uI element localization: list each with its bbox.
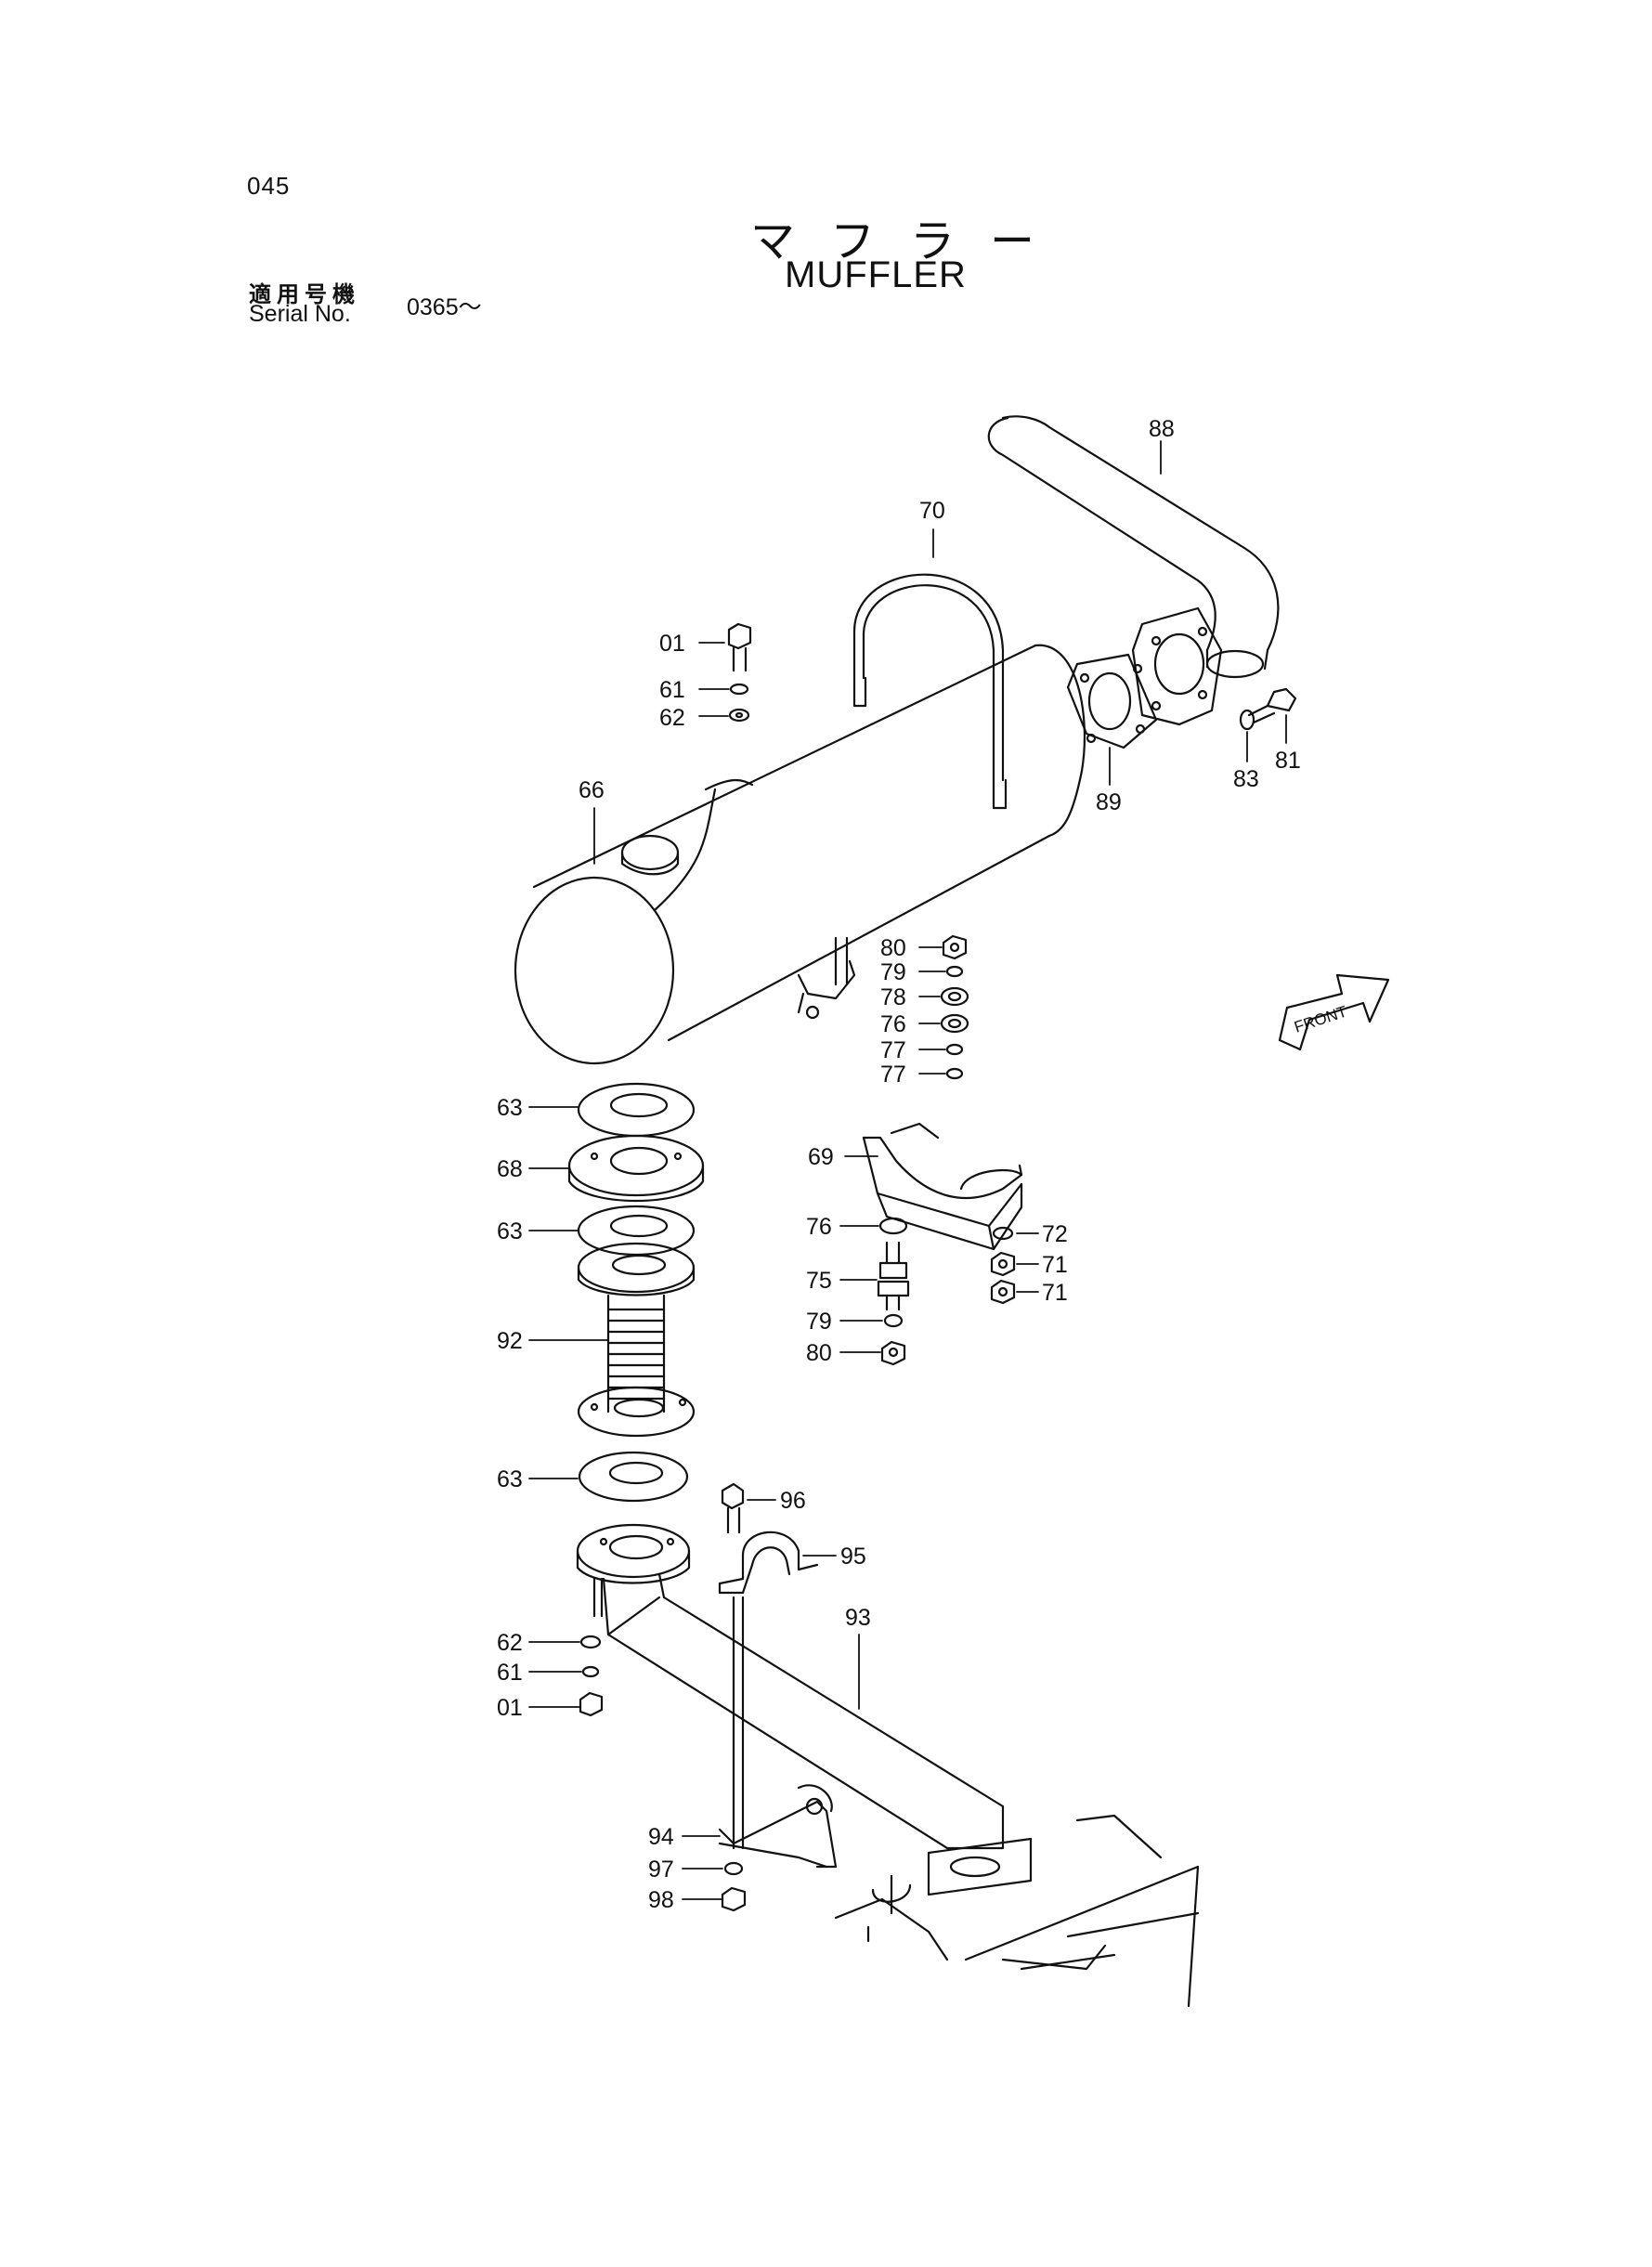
- callout-93: 93: [845, 1605, 871, 1631]
- flange-gasket-63-mid: [577, 1205, 696, 1257]
- front-direction-arrow: FRONT: [1278, 973, 1390, 1051]
- callout-78: 78: [880, 984, 906, 1010]
- leader-lines: [528, 440, 1287, 1900]
- pipe-flange: [1131, 606, 1223, 726]
- callout-79-lower: 79: [806, 1309, 832, 1335]
- serial-label-japanese: 適用号機: [249, 281, 360, 307]
- callout-68: 68: [497, 1156, 523, 1182]
- callout-92: 92: [497, 1328, 523, 1354]
- callout-71-a: 71: [1042, 1252, 1068, 1278]
- flange-gasket-63-bottom: [578, 1451, 689, 1503]
- callout-76-upper: 76: [880, 1011, 906, 1037]
- callout-80-upper: 80: [880, 935, 906, 961]
- muffler-mount: [797, 959, 856, 1020]
- callout-61-bottom: 61: [497, 1660, 523, 1686]
- front-label: FRONT: [1292, 1003, 1349, 1036]
- callout-70: 70: [919, 498, 945, 524]
- callout-71-b: 71: [1042, 1280, 1068, 1306]
- callout-97: 97: [648, 1857, 674, 1883]
- page-number: 045: [247, 172, 291, 200]
- callout-89: 89: [1096, 789, 1122, 815]
- serial-value: 0365～: [407, 294, 482, 320]
- callout-01-top: 01: [659, 631, 685, 657]
- callout-75: 75: [806, 1268, 832, 1294]
- serial-label: Serial No.: [249, 301, 351, 327]
- callout-88: 88: [1149, 416, 1175, 442]
- bracket-69: [862, 1122, 1023, 1251]
- bracket-94: [718, 1784, 838, 1869]
- bellows-92: [577, 1242, 696, 1438]
- callout-98: 98: [648, 1887, 674, 1913]
- exhaust-pipe-93: [602, 1572, 1033, 1896]
- callout-76-lower: 76: [806, 1214, 832, 1240]
- callout-96: 96: [780, 1488, 806, 1514]
- callout-66: 66: [579, 777, 605, 803]
- callout-63-mid: 63: [497, 1218, 523, 1244]
- gasket-89: [1066, 653, 1158, 749]
- flange-gasket-63-top: [577, 1082, 696, 1138]
- callout-94: 94: [648, 1824, 674, 1850]
- u-bolt-70: [834, 573, 1008, 986]
- callout-61-top: 61: [659, 677, 685, 703]
- callout-69: 69: [808, 1144, 834, 1170]
- callout-62-bottom: 62: [497, 1630, 523, 1656]
- callout-01-bottom: 01: [497, 1695, 523, 1721]
- callout-95: 95: [840, 1544, 866, 1570]
- callout-77-b: 77: [880, 1062, 906, 1088]
- muffler-66: [514, 644, 1086, 1065]
- tail-pipe-88: [987, 415, 1280, 679]
- clamp-95: [718, 1531, 819, 1595]
- callout-83: 83: [1233, 766, 1259, 792]
- flange-68: [567, 1134, 705, 1203]
- callout-63-bottom: 63: [497, 1466, 523, 1492]
- callout-62-top: 62: [659, 705, 685, 731]
- callout-77-a: 77: [880, 1037, 906, 1063]
- page-title-japanese: マフラー: [750, 215, 1071, 267]
- callout-81: 81: [1275, 748, 1301, 774]
- pipe-flange-bottom: [576, 1523, 691, 1584]
- hardware: [579, 622, 1297, 1912]
- callout-63-top: 63: [497, 1095, 523, 1121]
- callout-80-lower: 80: [806, 1340, 832, 1366]
- callout-79-upper: 79: [880, 959, 906, 985]
- machine-frame: [834, 1814, 1200, 2008]
- callout-72: 72: [1042, 1221, 1068, 1247]
- page-title: MUFFLER: [785, 254, 967, 295]
